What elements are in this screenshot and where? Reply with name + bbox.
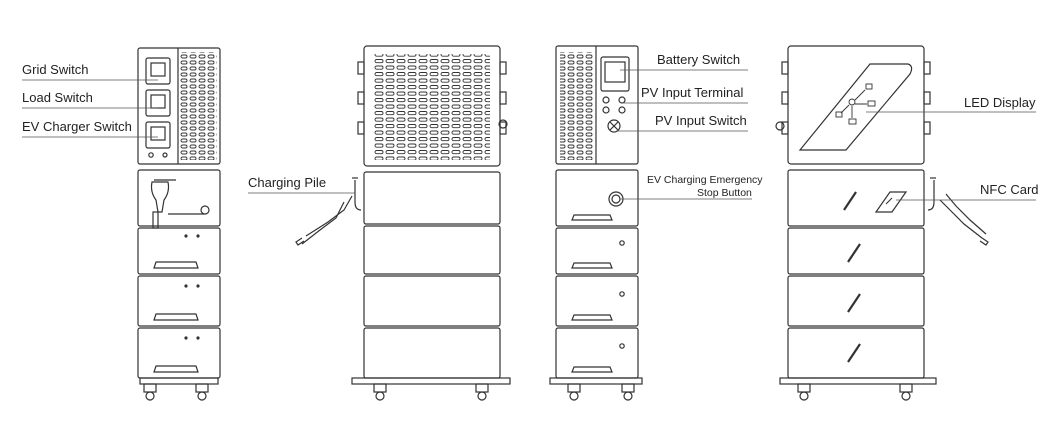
- pv-input-switch-knob: [607, 119, 621, 133]
- label-grid-switch: Grid Switch: [22, 62, 89, 77]
- wheel-icon: [195, 383, 209, 401]
- grid-switch-window: [145, 57, 171, 85]
- label-load-switch: Load Switch: [22, 90, 93, 105]
- control-module-side: [787, 45, 925, 165]
- charging-pile-plug-icon: [927, 177, 989, 246]
- ev-charger-module: [787, 169, 925, 227]
- ev-charger-module: [555, 169, 639, 227]
- label-ev-emergency-stop-line2: Stop Button: [697, 187, 752, 199]
- label-pv-input-switch: PV Input Switch: [655, 113, 747, 128]
- pv-input-terminal: [602, 96, 626, 114]
- charging-pile-plug-icon: [295, 177, 362, 246]
- view-front-left: [137, 47, 221, 401]
- label-ev-charger-switch: EV Charger Switch: [22, 119, 132, 134]
- ev-charger-module: [363, 171, 501, 225]
- label-ev-emergency-stop-line1: EV Charging Emergency: [647, 174, 763, 186]
- battery-module: [137, 275, 221, 327]
- vent-grille: [560, 52, 594, 160]
- battery-module: [137, 227, 221, 275]
- battery-module: [363, 225, 501, 275]
- battery-module: [363, 275, 501, 327]
- led-display-panel: [798, 63, 913, 151]
- wheel-icon: [567, 383, 581, 401]
- vent-grille: [374, 54, 490, 160]
- label-charging-pile: Charging Pile: [248, 175, 327, 190]
- view-front-right: [549, 45, 643, 401]
- vent-grille: [180, 52, 217, 160]
- wheel-icon: [373, 383, 387, 401]
- ev-charger-switch-window: [145, 121, 171, 149]
- battery-module: [555, 227, 639, 275]
- battery-module: [787, 327, 925, 379]
- load-switch-window: [145, 89, 171, 117]
- view-back: [295, 45, 511, 401]
- wheel-icon: [899, 383, 913, 401]
- wheel-icon: [797, 383, 811, 401]
- battery-module: [787, 227, 925, 275]
- battery-module: [363, 327, 501, 379]
- led-display-icons: [835, 83, 876, 125]
- wheel-icon: [143, 383, 157, 401]
- battery-module: [137, 327, 221, 379]
- nfc-card-reader: [874, 191, 908, 213]
- label-pv-input-terminal: PV Input Terminal: [641, 85, 744, 100]
- charging-gun-icon: [150, 181, 170, 213]
- control-module: [555, 45, 639, 165]
- ev-charger-module: [137, 169, 221, 227]
- battery-module: [555, 275, 639, 327]
- battery-switch-window: [600, 56, 630, 92]
- wheel-icon: [475, 383, 489, 401]
- view-side: [775, 45, 989, 401]
- leader-lines: [22, 69, 1036, 201]
- label-battery-switch: Battery Switch: [657, 52, 741, 67]
- battery-module: [555, 327, 639, 379]
- wheel-icon: [621, 383, 635, 401]
- control-module-back: [363, 45, 501, 167]
- battery-module: [787, 275, 925, 327]
- label-nfc-card: NFC Card: [980, 182, 1039, 197]
- control-module: [137, 47, 221, 165]
- label-led-display: LED Display: [964, 95, 1036, 110]
